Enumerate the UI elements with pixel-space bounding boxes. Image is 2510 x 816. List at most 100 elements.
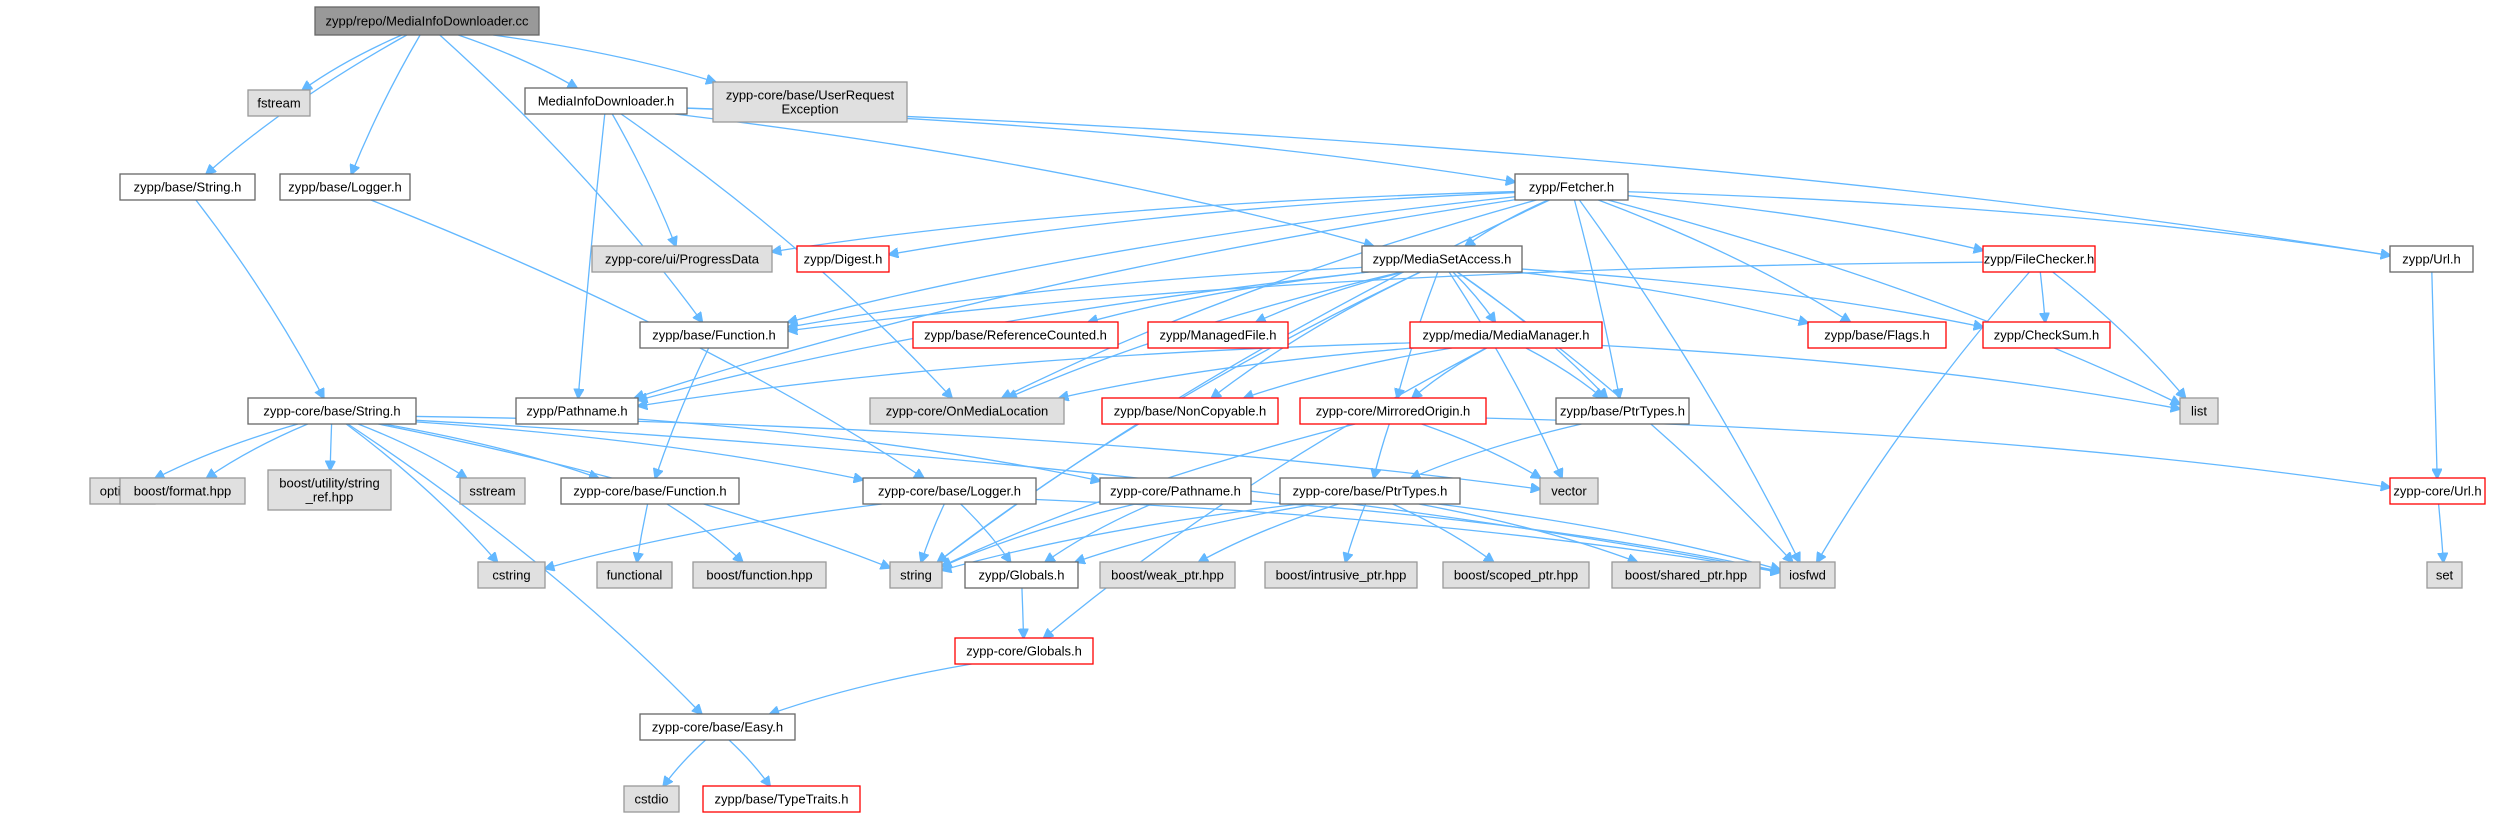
node-corelogger[interactable]: zypp-core/base/Logger.h bbox=[862, 477, 1037, 505]
edge-bptrtypes-to-coreptrtypes bbox=[1411, 423, 1582, 478]
node-set[interactable]: set bbox=[2426, 561, 2463, 589]
edge-fetcher-to-pathname bbox=[635, 199, 1516, 398]
node-bfunction[interactable]: zypp/base/Function.h bbox=[639, 321, 789, 349]
node-digest[interactable]: zypp/Digest.h bbox=[796, 245, 890, 273]
node-bptrtypes[interactable]: zypp/base/PtrTypes.h bbox=[1555, 397, 1690, 425]
node-corepathname[interactable]: zypp-core/Pathname.h bbox=[1099, 477, 1252, 505]
node-bfunchpp[interactable]: boost/function.hpp bbox=[692, 561, 827, 589]
edge-root-to-blogger bbox=[351, 34, 421, 174]
node-bintrusive[interactable]: boost/intrusive_ptr.hpp bbox=[1264, 561, 1418, 589]
node-label: zypp/base/Flags.h bbox=[1824, 328, 1930, 343]
edge-filechecker-to-checksum bbox=[2040, 271, 2045, 322]
edge-fetcher-to-iosfwd bbox=[1578, 199, 1799, 562]
node-midh[interactable]: MediaInfoDownloader.h bbox=[524, 87, 688, 115]
node-label: zypp-core/OnMediaLocation bbox=[886, 404, 1049, 419]
node-progress[interactable]: zypp-core/ui/ProgressData bbox=[591, 245, 773, 273]
node-label: zypp-core/Pathname.h bbox=[1110, 484, 1241, 499]
node-label: boost/utility/string bbox=[279, 476, 379, 491]
node-bweak[interactable]: boost/weak_ptr.hpp bbox=[1099, 561, 1236, 589]
node-functional[interactable]: functional bbox=[596, 561, 673, 589]
node-checksum[interactable]: zypp/CheckSum.h bbox=[1982, 321, 2111, 349]
node-label: boost/format.hpp bbox=[134, 484, 232, 499]
node-bshared[interactable]: boost/shared_ptr.hpp bbox=[1611, 561, 1761, 589]
edge-msa-to-refcounted bbox=[1088, 271, 1370, 322]
node-pathname[interactable]: zypp/Pathname.h bbox=[515, 397, 639, 425]
node-bscoped[interactable]: boost/scoped_ptr.hpp bbox=[1442, 561, 1590, 589]
node-url[interactable]: zypp/Url.h bbox=[2389, 245, 2474, 273]
node-label: boost/scoped_ptr.hpp bbox=[1454, 568, 1578, 583]
edge-easy-to-cstdio bbox=[663, 739, 707, 786]
node-fstream[interactable]: fstream bbox=[247, 89, 311, 117]
node-box bbox=[267, 469, 392, 511]
node-easy[interactable]: zypp-core/base/Easy.h bbox=[639, 713, 796, 741]
node-label: zypp-core/Globals.h bbox=[966, 644, 1082, 659]
node-box bbox=[515, 397, 639, 425]
node-label: iosfwd bbox=[1789, 568, 1826, 583]
node-root[interactable]: zypp/repo/MediaInfoDownloader.cc bbox=[314, 6, 540, 36]
node-label: zypp-core/MirroredOrigin.h bbox=[1316, 404, 1471, 419]
edge-coreptrtypes-to-bshared bbox=[1418, 503, 1637, 562]
edge-url-to-coreurl bbox=[2431, 271, 2437, 478]
node-box bbox=[524, 87, 688, 115]
node-fetcher[interactable]: zypp/Fetcher.h bbox=[1514, 173, 1629, 201]
node-cstring_core[interactable]: zypp-core/base/String.h bbox=[247, 397, 417, 425]
node-label: zypp/Digest.h bbox=[804, 252, 883, 267]
node-cstring[interactable]: cstring bbox=[477, 561, 546, 589]
node-label: list bbox=[2191, 404, 2207, 419]
edge-filechecker-to-bfunction bbox=[788, 261, 1984, 331]
node-box bbox=[2389, 477, 2486, 505]
node-coreglobals[interactable]: zypp-core/Globals.h bbox=[954, 637, 1094, 665]
node-blogger[interactable]: zypp/base/Logger.h bbox=[279, 173, 411, 201]
node-label: zypp/media/MediaManager.h bbox=[1423, 328, 1590, 343]
node-label: sstream bbox=[469, 484, 515, 499]
node-label: zypp/base/NonCopyable.h bbox=[1114, 404, 1267, 419]
node-iosfwd[interactable]: iosfwd bbox=[1779, 561, 1836, 589]
node-coreptrtypes[interactable]: zypp-core/base/PtrTypes.h bbox=[1279, 477, 1461, 505]
edges-layer bbox=[155, 34, 2443, 786]
node-label: Exception bbox=[781, 102, 838, 117]
node-box bbox=[1099, 477, 1252, 505]
node-label: zypp-core/base/String.h bbox=[263, 404, 400, 419]
node-noncopy[interactable]: zypp/base/NonCopyable.h bbox=[1101, 397, 1279, 425]
node-box bbox=[1101, 397, 1279, 425]
node-flags[interactable]: zypp/base/Flags.h bbox=[1807, 321, 1947, 349]
node-refcounted[interactable]: zypp/base/ReferenceCounted.h bbox=[912, 321, 1119, 349]
edge-msa-to-checksum bbox=[1521, 268, 1983, 327]
edge-bfunction-to-corefunction bbox=[655, 347, 710, 478]
node-box bbox=[2179, 397, 2219, 425]
node-coreurl[interactable]: zypp-core/Url.h bbox=[2389, 477, 2486, 505]
edge-fetcher-to-bfunction bbox=[788, 196, 1516, 322]
node-bstring[interactable]: zypp/base/String.h bbox=[119, 173, 256, 201]
node-bstrref[interactable]: boost/utility/string_ref.hpp bbox=[267, 469, 392, 511]
edge-corelogger-to-cstring bbox=[545, 503, 882, 569]
node-bformat[interactable]: boost/format.hpp bbox=[119, 477, 246, 505]
node-vector[interactable]: vector bbox=[1539, 477, 1599, 505]
node-box bbox=[702, 785, 861, 813]
node-list[interactable]: list bbox=[2179, 397, 2219, 425]
node-string[interactable]: string bbox=[889, 561, 943, 589]
node-label: cstring bbox=[492, 568, 530, 583]
node-filechecker[interactable]: zypp/FileChecker.h bbox=[1982, 245, 2096, 273]
node-onmedia[interactable]: zypp-core/OnMediaLocation bbox=[869, 397, 1065, 425]
edge-filechecker-to-iosfwd bbox=[1817, 271, 2030, 562]
node-managedfile[interactable]: zypp/ManagedFile.h bbox=[1147, 321, 1289, 349]
node-mediamanager[interactable]: zypp/media/MediaManager.h bbox=[1409, 321, 1603, 349]
node-label: set bbox=[2436, 568, 2454, 583]
node-typetraits[interactable]: zypp/base/TypeTraits.h bbox=[702, 785, 861, 813]
node-msa[interactable]: zypp/MediaSetAccess.h bbox=[1361, 245, 1523, 273]
node-corefunction[interactable]: zypp-core/base/Function.h bbox=[560, 477, 740, 505]
node-label: zypp/base/String.h bbox=[134, 180, 242, 195]
node-box bbox=[1982, 245, 2096, 273]
node-box bbox=[1442, 561, 1590, 589]
node-mirrored[interactable]: zypp-core/MirroredOrigin.h bbox=[1299, 397, 1487, 425]
edge-fetcher-to-onmedia bbox=[1002, 199, 1537, 398]
node-box bbox=[1539, 477, 1599, 505]
node-sstream[interactable]: sstream bbox=[459, 477, 526, 505]
node-globals[interactable]: zypp/Globals.h bbox=[964, 561, 1079, 589]
node-label: fstream bbox=[257, 96, 300, 111]
node-label: zypp/ManagedFile.h bbox=[1159, 328, 1276, 343]
edge-fetcher-to-url bbox=[1627, 191, 2390, 256]
node-cstdio[interactable]: cstdio bbox=[623, 785, 680, 813]
